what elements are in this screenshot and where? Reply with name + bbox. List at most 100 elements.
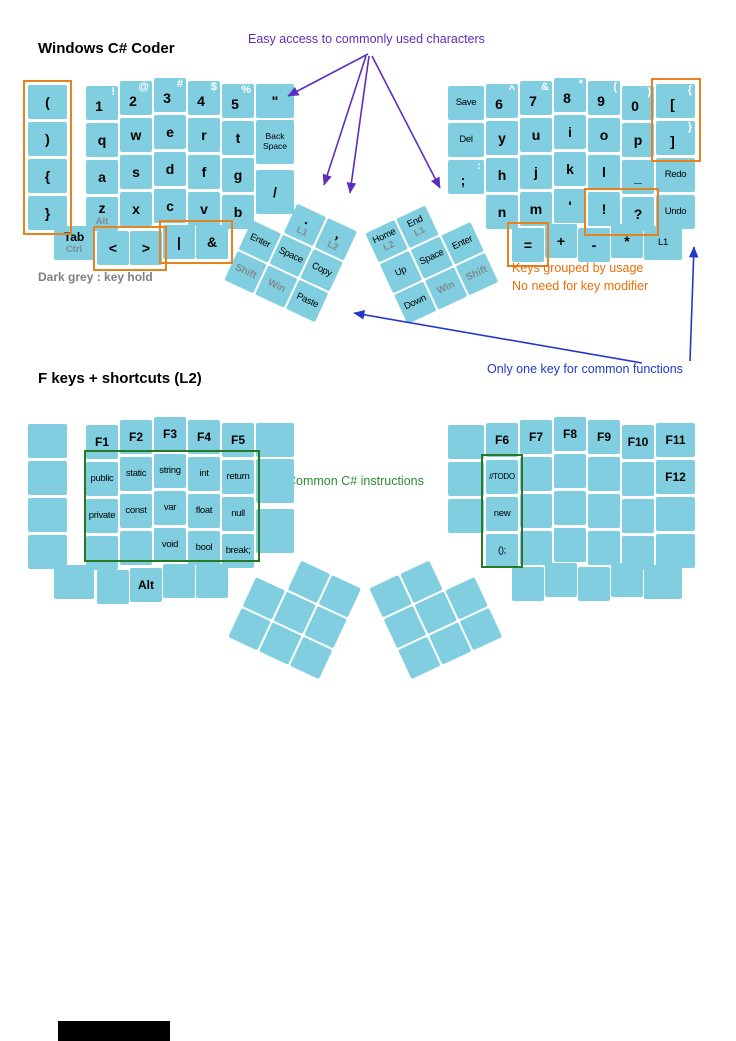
key-main-label: var	[163, 502, 177, 514]
key-c: c	[154, 189, 186, 223]
key-main-label: 3	[163, 90, 171, 106]
key-main-label: F3	[162, 427, 177, 441]
key-open-paren: (	[28, 85, 67, 119]
key-main-label: Del	[459, 134, 473, 146]
key-main-label: return	[226, 471, 250, 483]
key-var: var	[154, 491, 186, 525]
key-main-label: )	[45, 131, 50, 147]
key-public: public	[86, 462, 118, 496]
key-f9: F9	[588, 420, 620, 454]
key-o: o	[588, 118, 620, 152]
key-main-label: l	[602, 164, 606, 180]
key-blank	[644, 565, 682, 599]
key-f: f	[188, 155, 220, 189]
key-main-label: (	[45, 94, 50, 110]
key-main-label: Win	[265, 277, 288, 295]
key-main-label: c	[166, 198, 174, 214]
key-u: u	[520, 118, 552, 152]
key-less-than: <	[97, 231, 129, 265]
key-main-label: Space	[417, 247, 446, 268]
key-main-label: w	[130, 127, 142, 143]
highlight-pipe-ampersand-group	[159, 220, 233, 264]
key-main-label: 2	[129, 93, 137, 109]
key-f12: F12	[656, 460, 695, 494]
key-main-label: Copy	[309, 260, 334, 280]
key-main-label: new	[493, 508, 511, 520]
key-main-label: d	[165, 161, 175, 177]
key-blank	[656, 534, 695, 568]
key-main-label: g	[233, 167, 243, 183]
key-main-label: 1	[95, 98, 103, 114]
key-f10: F10	[622, 425, 654, 459]
key-f1: F1	[86, 425, 118, 459]
key-main-label: r	[201, 127, 207, 143]
key-blank	[28, 461, 67, 495]
key-x: x	[120, 192, 152, 226]
key-main-label: Back Space	[262, 131, 288, 151]
purple-arrows	[287, 53, 441, 194]
key-main-label: <	[108, 240, 118, 256]
key-bool: bool	[188, 531, 220, 565]
key-main-label: 6	[495, 96, 503, 112]
key-m: m	[520, 192, 552, 226]
key-main-label: float	[195, 505, 213, 517]
annotation-easy-access: Easy access to commonly used characters	[248, 32, 485, 46]
key-shift-label: $	[210, 81, 217, 93]
key-equals: =	[512, 228, 544, 262]
key-shift-label: (	[613, 81, 617, 93]
key-int: int	[188, 457, 220, 491]
key-main-label: Shift	[233, 262, 259, 282]
key-shift-label: {	[687, 84, 692, 96]
key-main-label: F1	[94, 435, 109, 449]
key-f5: F5	[222, 423, 254, 457]
key-main-label: [	[670, 96, 675, 112]
key-a: a	[86, 160, 118, 194]
l2-right-thumb-cluster	[368, 545, 504, 681]
key-main-label: void	[161, 539, 179, 551]
key-f6: F6	[486, 423, 518, 457]
key-blank	[545, 563, 577, 597]
key-blank	[578, 567, 610, 601]
key-main-label: 8	[563, 90, 571, 106]
key-main-label: .	[302, 211, 313, 228]
key-shift-label: #	[176, 78, 183, 90]
key-main-label: Up	[393, 264, 409, 280]
key-blank	[622, 462, 654, 496]
key-main-label: F8	[562, 427, 577, 441]
key-blank	[448, 499, 484, 533]
key-9: (9	[588, 81, 620, 115]
key-close-bracket: }]	[656, 121, 695, 155]
key-blank	[588, 531, 620, 565]
key-main-label: F2	[128, 430, 143, 444]
key-main-label: *	[624, 233, 630, 249]
key-greater-than: >	[130, 231, 162, 265]
key-3: #3	[154, 78, 186, 112]
key-main-label: j	[534, 164, 538, 180]
key-static: static	[120, 457, 152, 491]
key-const: const	[120, 494, 152, 528]
key-main-label: F6	[494, 433, 509, 447]
key-main-label: Down	[402, 292, 429, 313]
key-main-label: "	[271, 93, 279, 109]
key-blank	[622, 499, 654, 533]
key-shift-label: )	[647, 86, 651, 98]
key-main-label: t	[235, 130, 241, 146]
key-0: )0	[622, 86, 654, 120]
key-main-label: string	[159, 465, 181, 477]
key-del: Del	[448, 123, 484, 157]
key-main-label: F5	[230, 433, 245, 447]
key-p: p	[622, 123, 654, 157]
key-i: i	[554, 115, 586, 149]
key-f2: F2	[120, 420, 152, 454]
key-main-label: h	[497, 167, 507, 183]
key-main-label: F9	[596, 430, 611, 444]
key-shift-label: @	[138, 81, 149, 93]
key-w: w	[120, 118, 152, 152]
key-k: k	[554, 152, 586, 186]
key-main-label: y	[498, 130, 506, 146]
key-main-label: int	[199, 468, 209, 480]
